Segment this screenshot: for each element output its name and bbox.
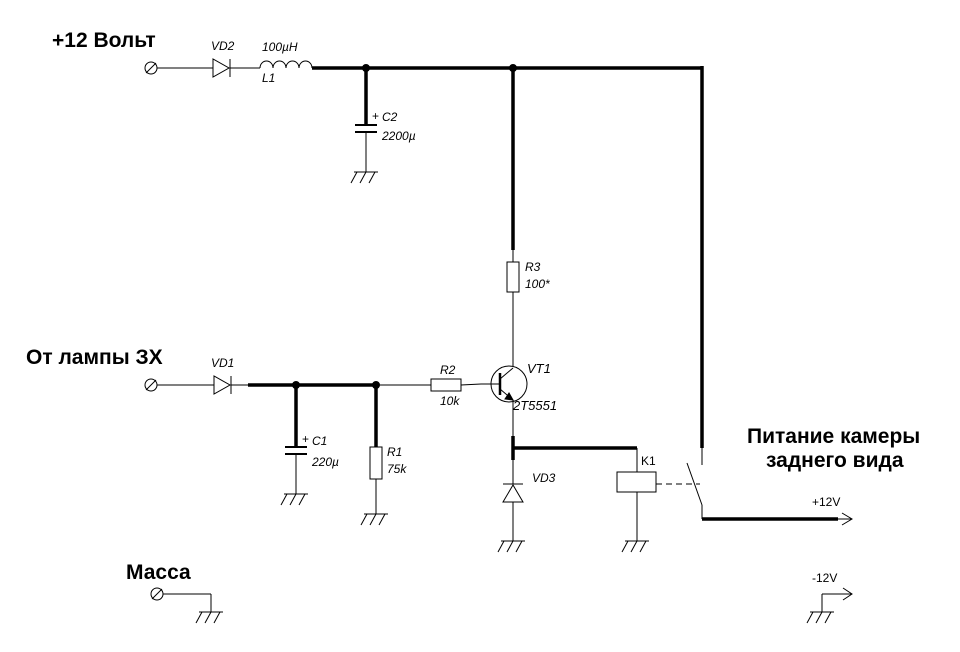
output-plus-label: +12V bbox=[812, 495, 840, 509]
c1-value-label: 220µ bbox=[311, 455, 339, 469]
ground-c2 bbox=[350, 171, 378, 184]
transistor-vt1 bbox=[481, 365, 528, 403]
resistor-r2 bbox=[430, 378, 462, 392]
vt1-label: VT1 bbox=[527, 361, 551, 376]
c1-plus-sign: + bbox=[302, 432, 309, 446]
resistor-r1 bbox=[369, 446, 383, 480]
vd1-label: VD1 bbox=[211, 356, 234, 370]
output-title-line2: заднего вида bbox=[766, 449, 904, 472]
resistor-r3 bbox=[506, 261, 520, 293]
r1-value-label: 75k bbox=[387, 462, 407, 476]
c2-label: C2 bbox=[382, 110, 398, 124]
r3-value-label: 100* bbox=[525, 277, 550, 291]
diode-vd2 bbox=[212, 58, 231, 78]
capacitor-c2 bbox=[355, 124, 377, 133]
terminal-lamp bbox=[144, 378, 158, 392]
output-minus-label: -12V bbox=[812, 571, 837, 585]
c1-label: C1 bbox=[312, 434, 327, 448]
vd3-label: VD3 bbox=[532, 471, 556, 485]
ground-output bbox=[806, 611, 834, 624]
ground-c1 bbox=[280, 493, 308, 506]
ground-title: Масса bbox=[126, 561, 191, 584]
terminal-ground bbox=[150, 587, 164, 601]
vd2-label: VD2 bbox=[211, 39, 235, 53]
capacitor-c1 bbox=[285, 446, 307, 455]
k1-label: K1 bbox=[641, 454, 656, 468]
input-lamp-title: От лампы ЗХ bbox=[26, 346, 163, 369]
output-title-line1: Питание камеры bbox=[747, 425, 920, 448]
input-12v-title: +12 Вольт bbox=[52, 29, 156, 52]
r3-label: R3 bbox=[525, 260, 541, 274]
c2-plus-sign: + bbox=[372, 109, 379, 123]
l1-value-label: 100µH bbox=[262, 40, 298, 54]
wire-r2-to-base bbox=[460, 383, 482, 386]
c2-value-label: 2200µ bbox=[381, 129, 416, 143]
l1-label: L1 bbox=[262, 71, 275, 85]
ground-vd3 bbox=[497, 540, 525, 553]
diode-vd1 bbox=[213, 375, 232, 395]
relay-switch-contact bbox=[686, 462, 703, 506]
r1-label: R1 bbox=[387, 445, 402, 459]
diode-vd3 bbox=[502, 483, 524, 503]
ground-terminal-symbol bbox=[195, 611, 223, 624]
output-minus-arrow-icon bbox=[842, 587, 853, 601]
ground-r1 bbox=[360, 513, 388, 526]
terminal-12v bbox=[144, 61, 158, 75]
vt1-value-label: 2T5551 bbox=[512, 398, 557, 413]
relay-k1-coil bbox=[616, 471, 657, 493]
inductor-l1 bbox=[259, 60, 313, 69]
r2-value-label: 10k bbox=[440, 394, 460, 408]
ground-relay bbox=[621, 540, 649, 553]
output-12v-arrow-icon bbox=[841, 512, 853, 526]
r2-label: R2 bbox=[440, 363, 456, 377]
